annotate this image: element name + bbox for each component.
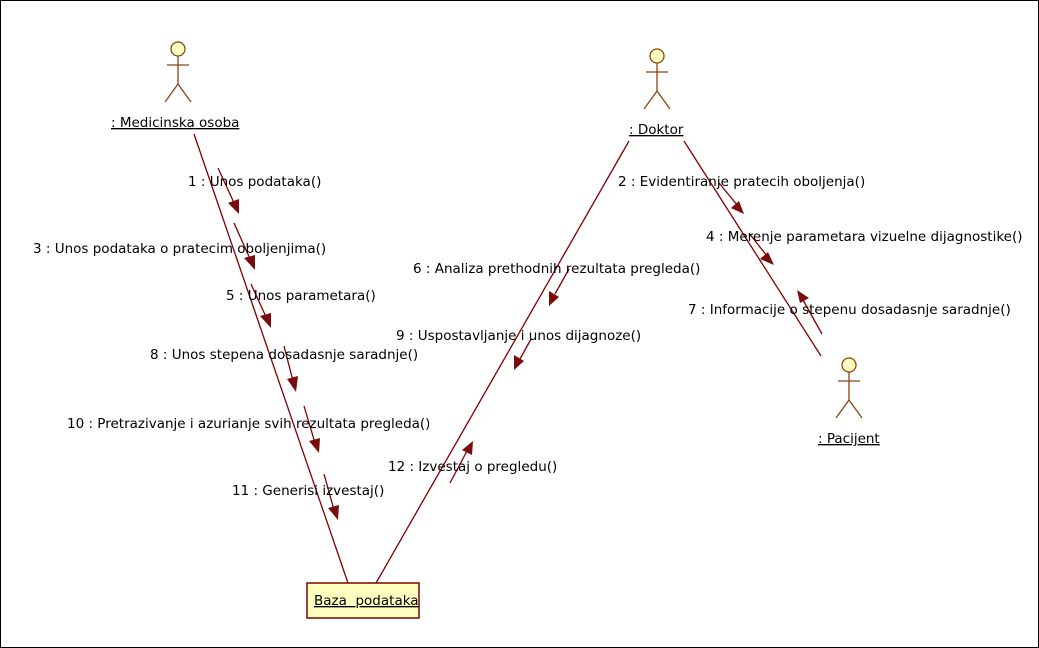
arrow-down-icon — [260, 313, 271, 328]
stick-figure-icon — [835, 357, 863, 419]
svg-text:8 : Unos stepena dosadasnje sa: 8 : Unos stepena dosadasnje saradnje() — [150, 347, 418, 363]
actor-pacijent[interactable]: : Pacijent — [818, 357, 880, 447]
actor-doktor[interactable]: : Doktor — [629, 48, 684, 138]
stick-figure-icon — [643, 48, 671, 110]
svg-text:12 : Izvestaj o pregledu(): 12 : Izvestaj o pregledu() — [388, 459, 557, 475]
link-doktor-baza — [375, 140, 630, 584]
message-2: 2 : Evidentiranje pratecih oboljenja() — [618, 174, 865, 214]
svg-text:10 : Pretrazivanje i azurianje: 10 : Pretrazivanje i azurianje svih rezu… — [67, 416, 430, 432]
message-7: 7 : Informacije o stepenu dosadasnje sar… — [688, 290, 1011, 335]
svg-text:11 : Generisi izvestaj(): 11 : Generisi izvestaj() — [232, 483, 384, 499]
arrow-down-icon — [760, 252, 774, 265]
svg-text:3 : Unos podataka o pratecim o: 3 : Unos podataka o pratecim oboljenjima… — [33, 241, 326, 257]
message-12: 12 : Izvestaj o pregledu() — [388, 441, 557, 484]
arrow-down-icon — [287, 376, 298, 392]
link-doktor-pacijent — [683, 140, 822, 357]
actor-label-doktor: : Doktor — [629, 122, 684, 138]
message-6: 6 : Analiza prethodnih rezultata pregled… — [413, 261, 700, 306]
arrow-up-icon — [797, 290, 809, 303]
svg-text:2 : Evidentiranje pratecih obo: 2 : Evidentiranje pratecih oboljenja() — [618, 174, 865, 190]
arrow-down-icon — [244, 255, 255, 270]
link-medicinska-baza — [193, 133, 349, 584]
message-10: 10 : Pretrazivanje i azurianje svih rezu… — [67, 405, 430, 453]
svg-text:1 : Unos podataka(): 1 : Unos podataka() — [188, 174, 321, 190]
actor-medicinska-osoba[interactable]: : Medicinska osoba — [111, 41, 239, 131]
svg-text:4 : Merenje parametara vizueln: 4 : Merenje parametara vizuelne dijagnos… — [706, 229, 1023, 245]
stick-figure-icon — [164, 41, 192, 103]
object-box — [306, 582, 420, 619]
message-3: 3 : Unos podataka o pratecim oboljenjima… — [33, 222, 326, 270]
message-8: 8 : Unos stepena dosadasnje saradnje() — [150, 345, 418, 392]
arrow-up-icon — [462, 441, 473, 455]
arrow-down-icon — [549, 291, 559, 306]
arrow-down-icon — [328, 505, 339, 520]
svg-text:9 : Uspostavljanje i unos dija: 9 : Uspostavljanje i unos dijagnoze() — [396, 328, 641, 344]
arrow-down-icon — [228, 199, 239, 214]
arrow-down-icon — [514, 355, 524, 370]
message-9: 9 : Uspostavljanje i unos dijagnoze() — [396, 328, 641, 370]
object-baza-podataka[interactable]: Baza podataka — [306, 582, 420, 619]
actor-label-pacijent: : Pacijent — [818, 431, 880, 447]
actor-label-medicinska: : Medicinska osoba — [111, 115, 239, 131]
arrow-down-icon — [309, 438, 320, 453]
svg-text:7 : Informacije o stepenu dosa: 7 : Informacije o stepenu dosadasnje sar… — [688, 302, 1011, 318]
object-label-baza: Baza podataka — [314, 593, 419, 609]
arrow-down-icon — [731, 201, 744, 214]
svg-text:5 : Unos parametara(): 5 : Unos parametara() — [226, 288, 376, 304]
message-5: 5 : Unos parametara() — [226, 283, 376, 328]
message-4: 4 : Merenje parametara vizuelne dijagnos… — [706, 229, 1023, 265]
svg-text:6 : Analiza prethodnih rezulta: 6 : Analiza prethodnih rezultata pregled… — [413, 261, 700, 277]
message-1: 1 : Unos podataka() — [188, 167, 321, 214]
message-11: 11 : Generisi izvestaj() — [232, 473, 384, 520]
